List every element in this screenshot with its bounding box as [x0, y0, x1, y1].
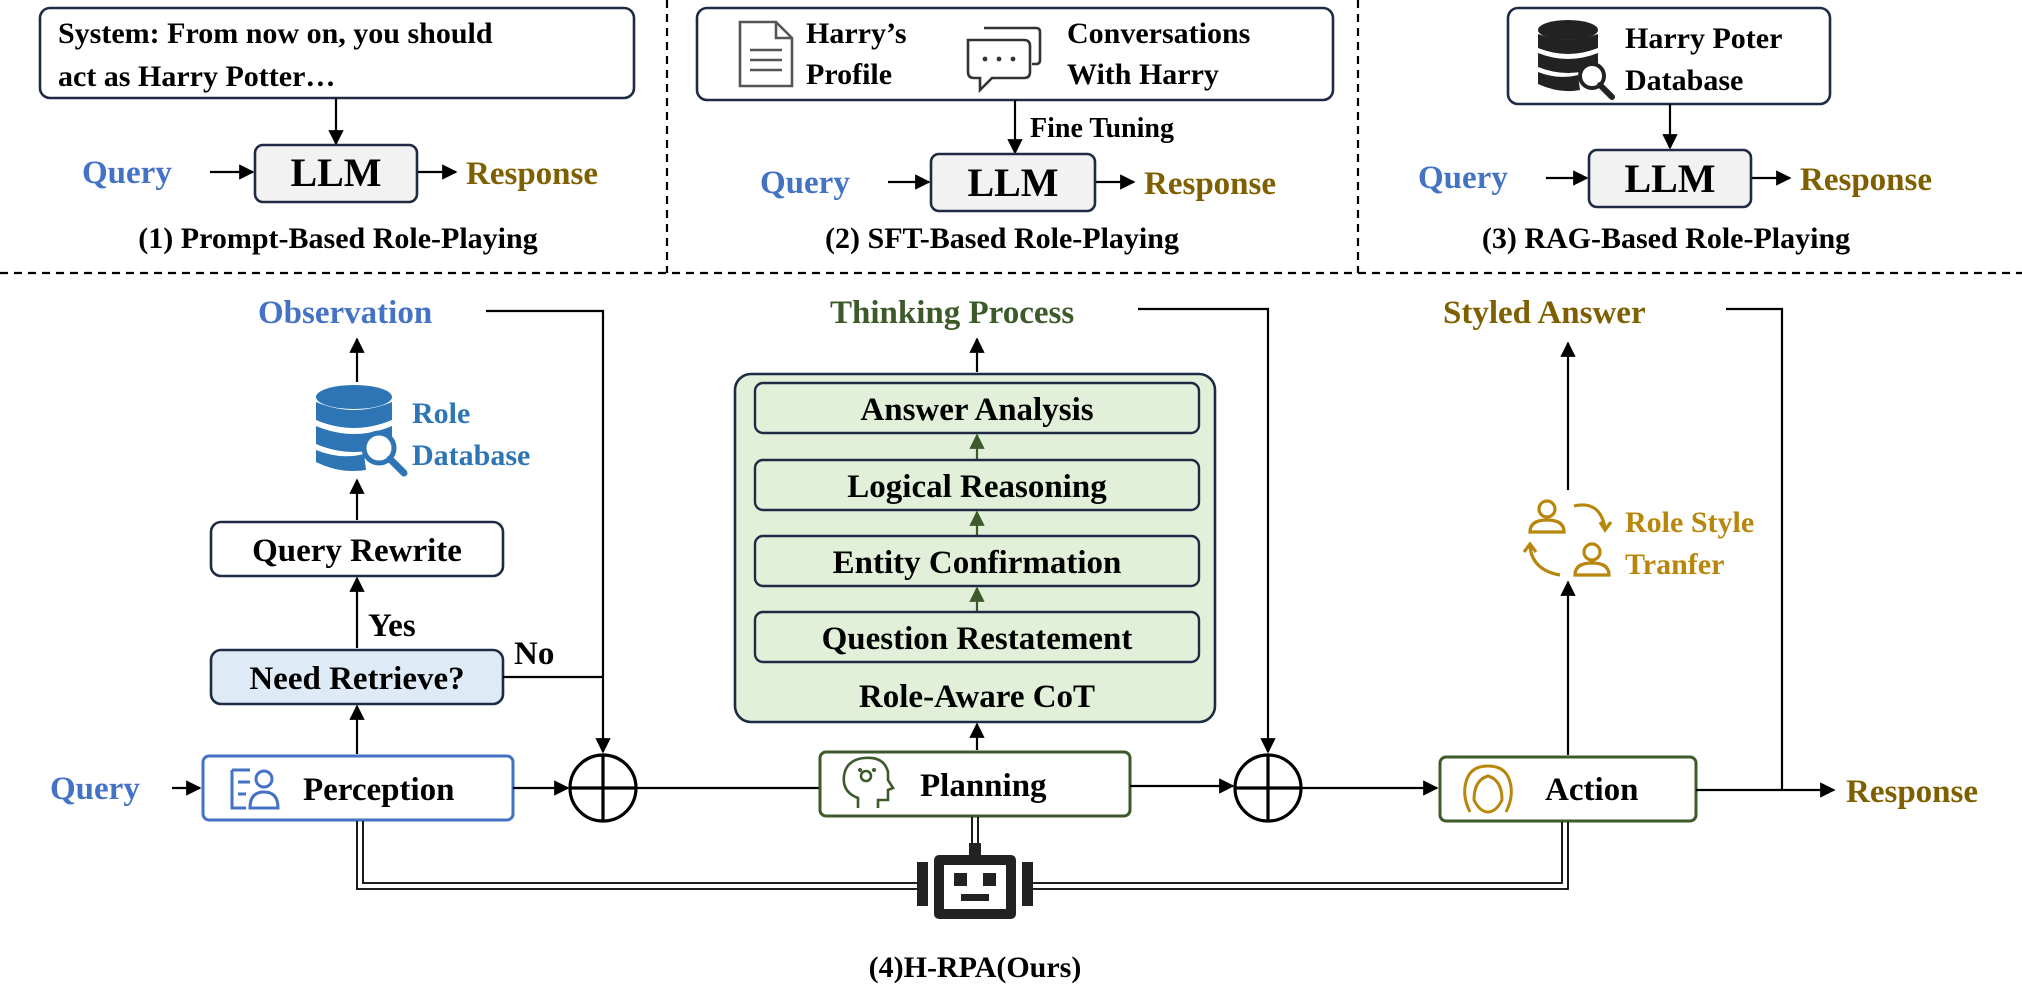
- role-swap-icon: [1522, 499, 1613, 577]
- action-label: Action: [1545, 772, 1639, 808]
- llm-label-1: LLM: [290, 150, 381, 195]
- cot-step-entity-confirmation: [753, 534, 1201, 588]
- circle-plus-icon: [568, 753, 638, 823]
- role-aware-cot-label: Role-Aware CoT: [859, 679, 1095, 715]
- role-style-line-1: Role Style: [1625, 506, 1754, 539]
- planning-label: Planning: [920, 768, 1047, 804]
- role-style-line-2: Tranfer: [1625, 548, 1724, 581]
- llm-box-2: [929, 152, 1097, 213]
- woman-face-icon: [1463, 764, 1513, 814]
- query-label-1: Query: [82, 155, 172, 191]
- cot-step-label: Entity Confirmation: [833, 545, 1122, 581]
- cot-step-question-restatement: [753, 610, 1201, 664]
- cot-step-label: Logical Reasoning: [847, 469, 1107, 505]
- role-database-icon: [316, 385, 408, 477]
- harry-db-line-1: Harry Poter: [1625, 22, 1782, 55]
- chat-bubbles-icon: [966, 26, 1042, 94]
- thinking-process-label: Thinking Process: [830, 295, 1074, 331]
- cot-step-label: Answer Analysis: [860, 392, 1093, 428]
- perception-label: Perception: [303, 772, 455, 808]
- response-label-1: Response: [466, 156, 598, 192]
- response-label-4: Response: [1846, 774, 1978, 810]
- fine-tuning-label: Fine Tuning: [1030, 113, 1174, 144]
- styled-answer-output-line: [1726, 307, 1784, 790]
- brain-head-icon: [842, 756, 895, 808]
- role-database-line-2: Database: [412, 439, 530, 472]
- llm-box-1: [253, 143, 419, 204]
- profile-line-2: Profile: [806, 58, 892, 91]
- cot-step-label: Question Restatement: [822, 621, 1133, 657]
- cot-step-logical-reasoning: [753, 458, 1201, 512]
- query-rewrite-box: [209, 520, 505, 578]
- cot-step-answer-analysis: [753, 381, 1201, 435]
- panel-rag-based: Harry Poter Database Query LLM Response …: [1418, 6, 1932, 255]
- yes-label: Yes: [368, 608, 416, 644]
- query-label-4: Query: [50, 771, 140, 807]
- query-label-3: Query: [1418, 160, 1508, 196]
- response-label-3: Response: [1800, 162, 1932, 198]
- role-database-line-1: Role: [412, 397, 470, 430]
- harry-db-line-2: Database: [1625, 64, 1743, 97]
- llm-label-2: LLM: [967, 160, 1058, 205]
- panel-hrpa: Observation Role Database Query Rewrite …: [50, 295, 1978, 984]
- panel-prompt-based: System: From now on, you should act as H…: [38, 6, 636, 255]
- database-search-icon: [1538, 20, 1615, 100]
- robot-icon: [917, 843, 1033, 919]
- planning-box: [818, 750, 1132, 818]
- caption-4: (4)H-RPA(Ours): [869, 951, 1082, 984]
- conversations-line-1: Conversations: [1067, 17, 1250, 50]
- llm-box-3: [1587, 148, 1753, 209]
- query-rewrite-label: Query Rewrite: [252, 533, 462, 569]
- perception-icon: [230, 768, 280, 810]
- caption-1: (1) Prompt-Based Role-Playing: [138, 222, 537, 255]
- conversations-line-2: With Harry: [1067, 58, 1219, 91]
- system-prompt-line-2: act as Harry Potter…: [58, 60, 335, 93]
- circle-plus-icon: [1233, 753, 1303, 823]
- system-prompt-line-1: System: From now on, you should: [58, 17, 493, 50]
- profile-line-1: Harry’s: [806, 17, 907, 50]
- arrow-thinking-to-plus-2: [1138, 307, 1276, 754]
- robot-connector-lines: [356, 817, 1569, 890]
- no-label: No: [514, 636, 554, 672]
- document-icon: [738, 20, 794, 88]
- panel-sft-based: Harry’s Profile Conversations With Harry…: [695, 6, 1335, 255]
- need-retrieve-label: Need Retrieve?: [249, 661, 464, 697]
- caption-2: (2) SFT-Based Role-Playing: [825, 222, 1179, 255]
- response-label-2: Response: [1144, 166, 1276, 202]
- llm-label-3: LLM: [1624, 156, 1715, 201]
- observation-label: Observation: [258, 295, 432, 331]
- caption-3: (3) RAG-Based Role-Playing: [1482, 222, 1850, 255]
- query-label-2: Query: [760, 165, 850, 201]
- styled-answer-label: Styled Answer: [1443, 295, 1646, 331]
- arrow-observation-to-plus-1: [486, 309, 611, 754]
